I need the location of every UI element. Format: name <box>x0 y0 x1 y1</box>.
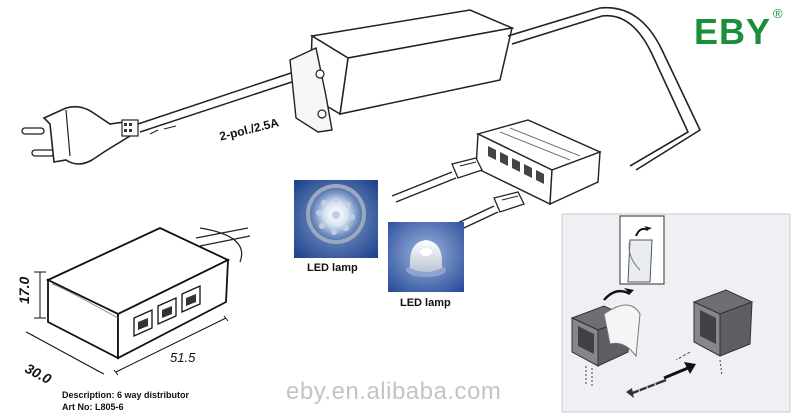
mounting-instructions-panel <box>561 213 791 413</box>
mains-cable <box>137 69 305 133</box>
insert-arrow-icon <box>663 362 696 380</box>
output-cable <box>507 6 702 171</box>
adhesive-tape-illustration <box>619 215 665 285</box>
led-lamp-label-2: LED lamp <box>400 297 451 309</box>
product-description: Description: 6 way distributor <box>62 390 190 400</box>
lead-connector-2 <box>493 191 525 213</box>
lead-connector-1 <box>451 157 483 179</box>
brand-logo: EBY <box>694 11 772 52</box>
led-lamp-photo-1 <box>294 180 378 258</box>
mains-plug <box>21 105 139 165</box>
dimension-height: 17.0 <box>16 276 32 304</box>
dimension-lines <box>25 271 229 376</box>
led-driver <box>289 9 515 133</box>
distributor-with-screw <box>675 289 754 377</box>
watermark-text: eby.en.alibaba.com <box>286 378 502 405</box>
distributor-top <box>475 119 602 206</box>
distributor-with-tape <box>570 288 641 386</box>
product-art-no: Art No: L805-6 <box>62 402 124 412</box>
registered-mark: ® <box>773 6 783 21</box>
screw-icon <box>626 378 667 398</box>
led-lamp-photo-2 <box>388 222 464 292</box>
led-lamp-label-1: LED lamp <box>307 262 358 274</box>
dimension-width: 51.5 <box>170 350 196 365</box>
distributor-dimensioned <box>45 227 251 360</box>
